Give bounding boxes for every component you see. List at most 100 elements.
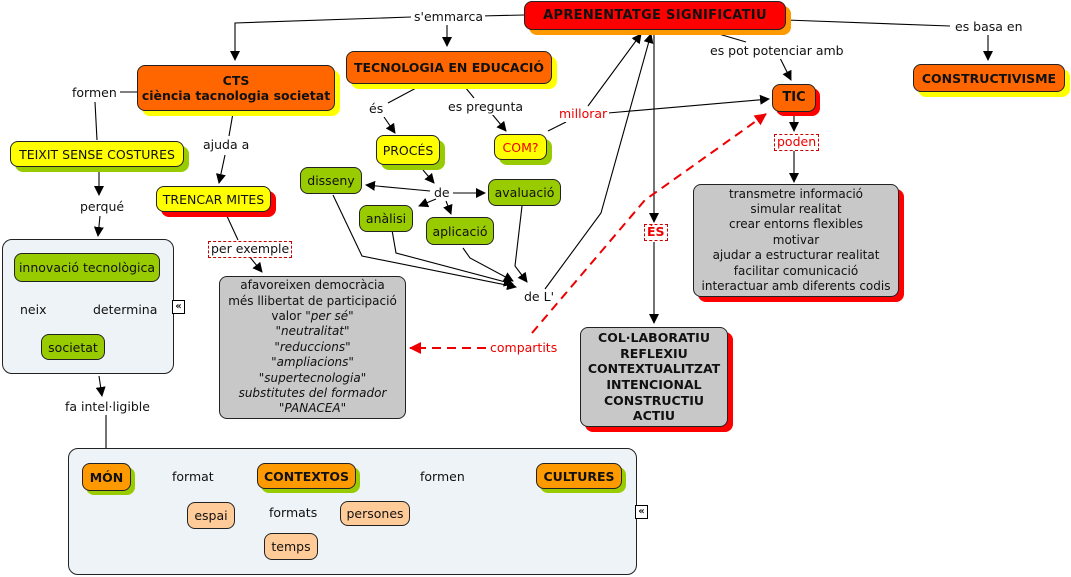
link-del-root <box>544 33 654 290</box>
node-disseny[interactable]: disseny <box>300 167 362 194</box>
node-label: ciència tacnologia societat <box>141 88 331 103</box>
node-label: TIC <box>782 90 806 106</box>
link-de-disseny <box>365 180 431 192</box>
node-label: innovació tecnològica <box>18 260 156 275</box>
link-formen-teixit <box>94 101 98 141</box>
node-cultures[interactable]: CULTURES <box>536 463 622 489</box>
link-es-proces <box>383 116 396 134</box>
node-cts[interactable]: CTS ciència tacnologia societat <box>137 65 335 111</box>
link-root-esbasa <box>785 19 951 27</box>
mite-example-line: "supertecnologia" <box>258 370 367 385</box>
tic-capability-line: simular realitat <box>750 202 842 217</box>
mite-example-line: "reduccions" <box>274 339 351 354</box>
link-disseny-del <box>332 194 517 291</box>
node-societat[interactable]: societat <box>41 334 105 360</box>
link-avaluacio-del <box>514 205 528 283</box>
node-label: CONSTRUCTIVISME <box>921 70 1057 86</box>
node-label: disseny <box>307 173 355 188</box>
node-temps[interactable]: temps <box>264 533 318 560</box>
node-label: avaluació <box>494 185 555 200</box>
link-label-per-exemple: per exemple <box>208 241 293 258</box>
link-label-es: és <box>367 101 386 117</box>
link-semmarca-root <box>479 14 525 17</box>
quality-line: COL·LABORATIU <box>598 330 710 346</box>
mite-example-line: afavoreixen democràcia <box>240 278 385 293</box>
collapse-group-button-2[interactable]: « <box>635 505 648 519</box>
tic-capability-line: transmetre informació <box>728 186 864 201</box>
node-label: COM? <box>502 139 539 155</box>
node-label: TRENCAR MITES <box>162 191 265 207</box>
link-proces-de <box>422 169 435 184</box>
link-label-es-pot-potenciar: es pot potenciar amb <box>708 43 846 59</box>
quality-line: ACTIU <box>632 408 676 424</box>
node-label: TEIXIT SENSE COSTURES <box>19 146 175 162</box>
node-label: MÓN <box>89 469 124 485</box>
node-tecnologia-educacio[interactable]: TECNOLOGIA EN EDUCACIÓ <box>346 51 552 84</box>
link-potenciar-tic <box>779 57 792 81</box>
link-ajuda-trencar <box>215 154 226 184</box>
node-label: persones <box>346 506 404 521</box>
link-label-poden: poden <box>774 134 820 151</box>
link-label-neix: neix <box>20 302 47 317</box>
link-exemple-box <box>248 255 263 273</box>
node-persones[interactable]: persones <box>340 501 410 526</box>
node-label: CTS <box>222 73 250 88</box>
mite-example-line: valor "per sé" <box>271 309 353 324</box>
collapse-group-button[interactable]: « <box>172 300 185 314</box>
link-label-ajuda-a: ajuda a <box>201 137 252 153</box>
mite-example-line: substitutes del formador <box>238 385 387 400</box>
node-com[interactable]: COM? <box>494 134 547 160</box>
node-label: TECNOLOGIA EN EDUCACIÓ <box>353 60 545 75</box>
link-label-compartits: compartits <box>488 340 560 356</box>
link-label-format: format <box>172 469 214 484</box>
tic-capability-line: crear entorns flexibles <box>729 217 863 232</box>
tic-capability-line: motivar <box>772 232 820 247</box>
node-tic[interactable]: TIC <box>772 84 816 112</box>
link-label-semmarca: s'emmarca <box>412 9 486 25</box>
link-label-formats: formats <box>269 505 318 520</box>
mite-example-line: "PANACEA" <box>278 401 347 416</box>
node-label: societat <box>48 339 98 355</box>
link-compartits-tic-dashed <box>531 113 767 334</box>
link-pregunta-com <box>491 113 507 132</box>
node-teixit-sense-costures[interactable]: TEIXIT SENSE COSTURES <box>10 141 184 167</box>
node-espai[interactable]: espai <box>187 502 235 529</box>
link-tec-es <box>387 86 419 104</box>
link-label-es-basa-en: es basa en <box>953 19 1025 35</box>
node-label: APRENENTATGE SIGNIFICATIU <box>543 7 767 23</box>
link-label-es-pregunta: es pregunta <box>446 99 526 115</box>
link-box-fa <box>95 375 106 397</box>
link-de-analisi <box>418 197 437 208</box>
node-constructivisme[interactable]: CONSTRUCTIVISME <box>913 64 1065 92</box>
link-millorar-tic <box>607 94 770 114</box>
link-label-millorar: millorar <box>557 106 610 122</box>
node-label: aplicació <box>432 223 488 239</box>
node-innovacio-tecnologica[interactable]: innovació tecnològica <box>14 253 160 282</box>
node-label: CONTEXTOS <box>263 468 350 484</box>
node-proces[interactable]: PROCÉS <box>376 135 440 165</box>
link-com-millorar <box>547 121 567 132</box>
quality-line: CONSTRUCTIU <box>603 392 705 408</box>
node-aprenentatge-significatiu[interactable]: APRENENTATGE SIGNIFICATIU <box>524 1 786 30</box>
link-trencar-exemple <box>225 213 239 241</box>
node-label: PROCÉS <box>382 142 434 158</box>
link-millorar-root <box>587 33 642 107</box>
node-mon[interactable]: MÓN <box>82 463 131 491</box>
node-label: anàlisi <box>365 211 407 226</box>
link-root-potenciar <box>711 31 747 43</box>
node-contextos[interactable]: CONTEXTOS <box>257 463 356 489</box>
node-label: CULTURES <box>543 468 615 484</box>
tic-capability-line: facilitar comunicació <box>733 263 859 278</box>
node-aplicacio[interactable]: aplicació <box>426 217 494 245</box>
link-semmarca-cts <box>230 16 412 61</box>
node-trencar-mites[interactable]: TRENCAR MITES <box>156 186 271 212</box>
quality-line: CONTEXTUALITZAT <box>587 361 721 377</box>
link-label-formen: formen <box>70 85 119 101</box>
link-aplicacio-del <box>462 247 514 282</box>
mite-example-line: més llibertat de participació <box>228 293 397 308</box>
node-avaluacio[interactable]: avaluació <box>488 179 561 206</box>
node-analisi[interactable]: anàlisi <box>359 205 413 232</box>
